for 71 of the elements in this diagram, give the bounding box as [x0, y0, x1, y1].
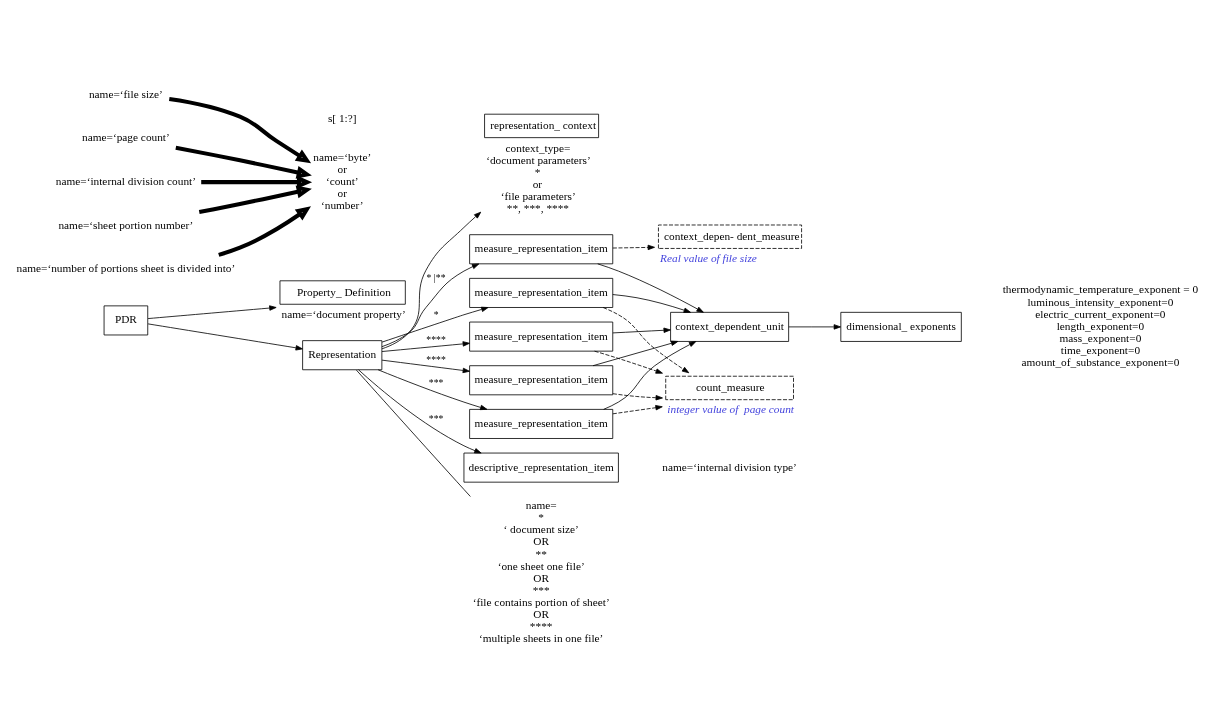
- arrow: [612, 244, 655, 250]
- arrow: [168, 96, 312, 163]
- node-label: name=‘document property’: [281, 307, 406, 320]
- arrow: [358, 368, 482, 453]
- node-label: context_type=: [505, 141, 571, 154]
- node-label: electric_current_exponent=0: [1035, 307, 1166, 320]
- node-label: amount_of_substance_exponent=0: [1021, 355, 1180, 368]
- arrow: [594, 350, 663, 374]
- arrow: [147, 323, 303, 350]
- node-text: name=‘sheet portion number’: [58, 218, 194, 231]
- arrow: [381, 306, 489, 342]
- node-label: ‘file parameters’: [500, 189, 576, 202]
- node-label: integer value of page count: [667, 402, 794, 415]
- node-box: representation_ context: [484, 113, 599, 138]
- node-box: measure_representation_item: [469, 277, 614, 308]
- arrow: [198, 184, 312, 214]
- node-box: Property_ Definition: [279, 279, 406, 305]
- node-box: measure_representation_item: [469, 233, 614, 264]
- node-label: luminous_intensity_exponent=0: [1027, 295, 1174, 308]
- arrow: [788, 323, 841, 330]
- node-text: name= * ‘ document size’ OR ** ‘one sheet one file’ OR *** ‘file contains portion of sheet’ OR **** ‘multiple sheets in one file’: [472, 498, 610, 644]
- node-box: measure_representation_item: [469, 364, 614, 395]
- arrow: [381, 359, 470, 373]
- arrow: [381, 211, 482, 349]
- node-label: length_exponent=0: [1056, 319, 1145, 332]
- arrow: [612, 392, 663, 400]
- arrow: [381, 263, 480, 347]
- arrow: [201, 175, 313, 189]
- node-label: or: [532, 177, 543, 190]
- node-label: Real value of file size: [660, 251, 757, 264]
- label: s[ 1:?]: [327, 111, 357, 124]
- node-label: mass_exponent=0: [1059, 331, 1142, 344]
- edge-label: ****: [426, 333, 446, 345]
- arrow: [218, 205, 311, 257]
- node-label: thermodynamic_temperature_exponent = 0: [1002, 282, 1199, 295]
- edge-label: ***: [428, 376, 444, 388]
- arrow: [603, 340, 697, 410]
- arrow: [612, 327, 671, 333]
- node-text: name=‘byte’ or ‘count’ or ‘number’: [313, 150, 372, 211]
- edge-label: ****: [426, 353, 446, 365]
- node-label: *: [534, 165, 541, 178]
- node-box: count_measure: [665, 375, 794, 400]
- node-box: descriptive_representation_item: [463, 452, 619, 483]
- node-label: **, ***, ****: [506, 201, 570, 214]
- node-box: PDR: [103, 304, 149, 335]
- arrow: [377, 368, 488, 410]
- node-box: measure_representation_item: [469, 321, 614, 352]
- edge-label: *: [433, 308, 439, 320]
- node-label: ‘document parameters’: [486, 153, 591, 166]
- node-text: name=‘number of portions sheet is divided into’: [16, 261, 236, 274]
- node-box: dimensional_ exponents: [840, 311, 962, 342]
- node-text: name=‘page count’: [82, 130, 170, 143]
- node-box: context_dependent_unit: [670, 311, 790, 342]
- arrow: [597, 262, 704, 313]
- arrow: [612, 293, 691, 313]
- node-box: measure_representation_item: [469, 408, 614, 439]
- node-text: name=‘file size’: [88, 87, 163, 100]
- arrow: [381, 340, 470, 352]
- node-box: context_depen- dent_measure: [658, 224, 802, 249]
- node-text: name=‘internal division count’: [55, 174, 197, 187]
- edge-label: ***: [428, 412, 444, 424]
- node-label: time_exponent=0: [1060, 343, 1141, 356]
- arrow: [592, 340, 679, 366]
- arrow: [612, 404, 663, 414]
- arrow: [175, 145, 312, 179]
- node-label: name=‘internal division type’: [662, 460, 797, 473]
- connector: [356, 369, 471, 497]
- edge-label: * |**: [426, 271, 446, 283]
- node-box: Representation: [302, 339, 383, 370]
- arrow: [602, 306, 690, 373]
- arrow: [147, 304, 277, 319]
